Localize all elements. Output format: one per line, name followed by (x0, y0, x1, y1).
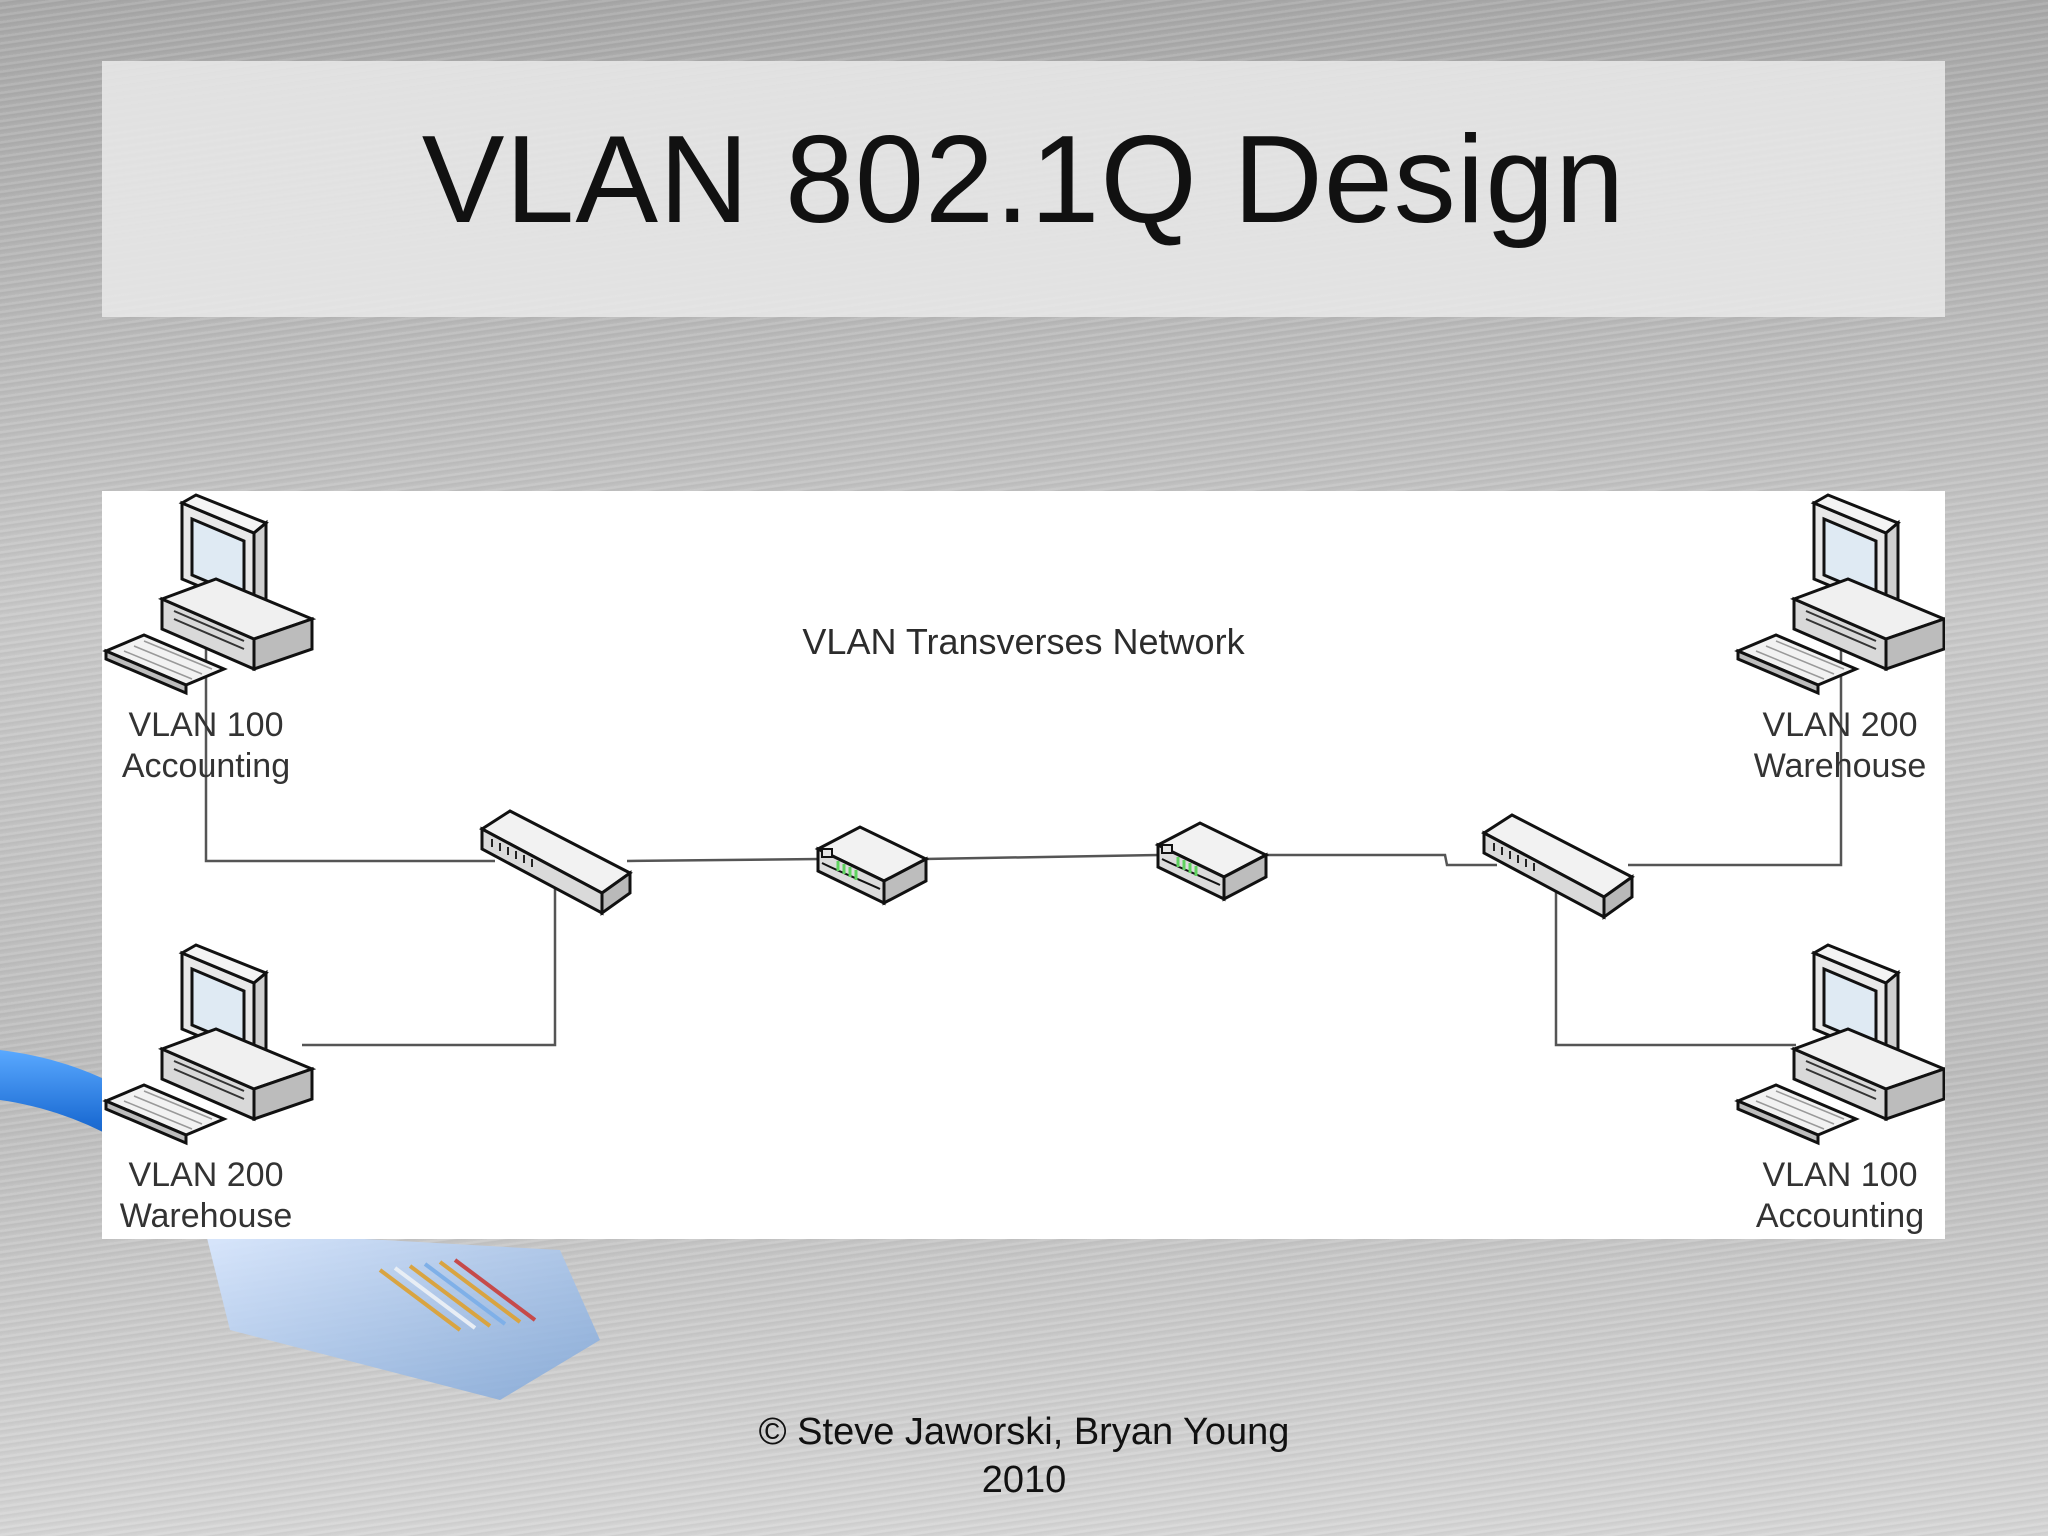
router-icon (1156, 821, 1268, 901)
link-switch2-host3 (1628, 641, 1843, 867)
host-dept-label: Warehouse (119, 1197, 293, 1235)
computer-icon (104, 493, 314, 695)
link-host1-switch1 (204, 641, 495, 863)
host-dept-label: Accounting (121, 747, 291, 785)
host-vlan-label: VLAN 100 (128, 706, 284, 744)
link-host2-switch1 (302, 889, 557, 1047)
host-dept-label: Accounting (1755, 1197, 1925, 1235)
host-vlan-label: VLAN 100 (1762, 1156, 1918, 1194)
host-label-vlan100-accounting-right: VLAN 100 Accounting (1740, 1155, 1940, 1237)
footer-year: 2010 (981, 1459, 1067, 1501)
link-switch2-host4 (1554, 891, 1796, 1047)
host-vlan-label: VLAN 200 (1762, 706, 1918, 744)
network-diagram: VLAN Transverses Network VLAN 100 Accoun… (102, 491, 1945, 1239)
host-label-vlan100-accounting-left: VLAN 100 Accounting (106, 705, 306, 787)
diagram-canvas (104, 493, 1945, 1145)
router-icon (816, 825, 928, 905)
title-bar: VLAN 802.1Q Design (102, 61, 1945, 317)
host-label-vlan200-warehouse-left: VLAN 200 Warehouse (106, 1155, 306, 1237)
slide-title: VLAN 802.1Q Design (421, 111, 1626, 249)
host-label-vlan200-warehouse-right: VLAN 200 Warehouse (1740, 705, 1940, 787)
network-links (204, 641, 1843, 1047)
link-router1-router2 (923, 853, 1161, 861)
footer-authors: © Steve Jaworski, Bryan Young (758, 1411, 1290, 1453)
switch-icon (1482, 813, 1634, 919)
diagram-title: VLAN Transverses Network (802, 621, 1245, 662)
computer-icon (104, 943, 314, 1145)
computer-icon (1736, 493, 1945, 695)
copyright-footer: © Steve Jaworski, Bryan Young 2010 (624, 1408, 1424, 1504)
link-router2-switch2 (1262, 853, 1497, 867)
host-dept-label: Warehouse (1753, 747, 1927, 785)
link-switch1-router1 (626, 857, 821, 863)
host-vlan-label: VLAN 200 (128, 1156, 284, 1194)
